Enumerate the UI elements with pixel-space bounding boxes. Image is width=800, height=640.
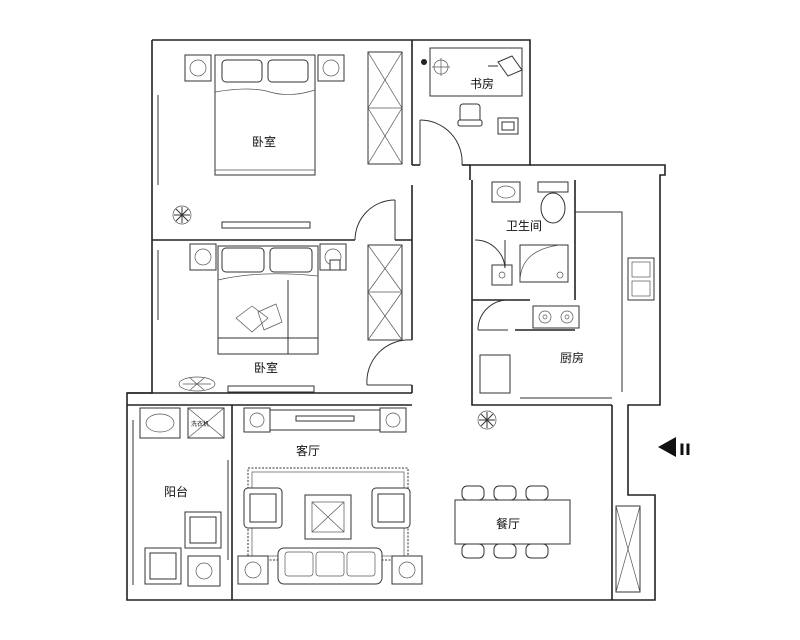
entrance-marker: II [658,437,691,459]
arrow-left-icon [658,437,676,457]
room-label-living-room: 客厅 [296,443,320,458]
room-label-bathroom: 卫生间 [506,219,542,233]
plant-icon [477,410,497,430]
room-label-master-bedroom: 卧室 [252,134,276,149]
outer-walls [126,39,666,601]
room-label-kitchen: 厨房 [560,350,584,365]
lamp-icon [432,58,450,76]
room-label-study: 书房 [470,76,494,91]
plant-icon [172,205,192,225]
entrance-marker-label: II [679,440,691,459]
room-label-balcony: 阳台 [164,484,188,499]
second-bedroom: 卧室 [178,243,403,393]
washer-label: 洗衣机 [191,420,209,428]
room-label-dining-room: 餐厅 [496,516,520,531]
balcony: 洗衣机 阳台 [139,407,225,587]
interior-walls [127,40,613,600]
master-bedroom: 卧室 [172,51,403,229]
bathroom: 卫生间 [491,181,569,286]
study: 书房 [421,47,523,135]
kitchen: 厨房 [479,211,655,394]
plant-icon [178,376,216,392]
living-room: 客厅 [237,407,497,585]
dining-room: 餐厅 [454,485,641,593]
doors [354,119,612,399]
room-label-second-bedroom: 卧室 [254,360,278,375]
